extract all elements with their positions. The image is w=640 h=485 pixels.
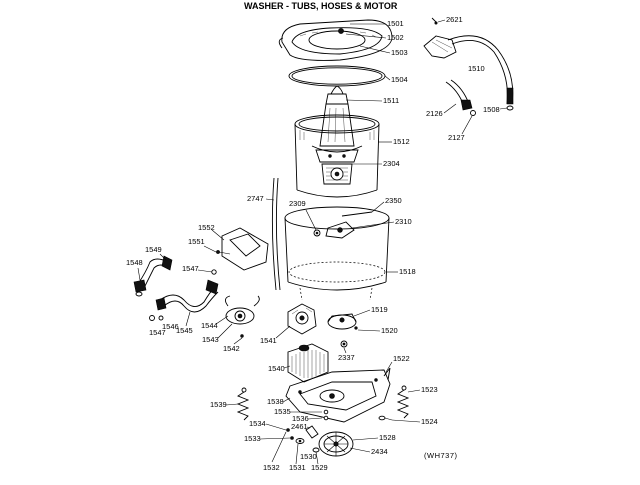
part-label-1503: 1503 [391,48,408,57]
part-label-1540: 1540 [268,364,285,373]
part-label-2126: 2126 [426,109,443,118]
part-label-1545: 1545 [176,326,193,335]
suspension-spring-right [396,385,410,419]
part-label-2350: 2350 [385,196,402,205]
outer-tub [284,206,390,301]
part-label-1547-top: 1547 [182,264,199,273]
part-label-1512: 1512 [393,137,410,146]
pump-assembly [225,295,260,338]
part-label-1529: 1529 [311,463,328,472]
part-label-1524: 1524 [421,417,438,426]
part-label-1502: 1502 [387,33,404,42]
part-label-1531: 1531 [289,463,306,472]
part-label-1552: 1552 [198,223,215,232]
part-label-1544: 1544 [201,321,218,330]
part-label-2337: 2337 [338,353,355,362]
part-label-1530: 1530 [300,452,317,461]
part-label-2434: 2434 [371,447,388,456]
part-label-1504: 1504 [391,75,408,84]
tub-cover [278,19,393,61]
fill-hose-assembly [423,17,514,116]
part-label-1541: 1541 [260,336,277,345]
basket-hub [315,149,359,185]
part-label-1511: 1511 [383,96,399,105]
pump-bracket [216,227,269,271]
part-label-1536: 1536 [292,414,309,423]
part-label-1549: 1549 [145,245,162,254]
agitator [311,85,363,153]
part-label-2461: 2461 [291,422,308,431]
part-label-2310: 2310 [395,217,412,226]
part-label-1546: 1546 [162,322,179,331]
part-label-1548: 1548 [126,258,143,267]
part-label-1542: 1542 [223,344,240,353]
part-label-1543: 1543 [202,335,219,344]
part-label-1535: 1535 [274,407,291,416]
part-label-1538: 1538 [267,397,284,406]
part-label-1510: 1510 [468,64,485,73]
clutch-assembly [327,313,358,348]
part-label-2621: 2621 [446,15,463,24]
spin-basket [294,114,380,198]
part-label-1520: 1520 [381,326,398,335]
part-label-1539: 1539 [210,400,227,409]
small-hardware [286,409,393,453]
part-label-1533: 1533 [244,434,261,443]
part-label-2127: 2127 [448,133,465,142]
part-label-2747: 2747 [247,194,264,203]
suspension-spring-left [236,387,250,421]
tub-inner-parts [313,211,373,239]
part-label-1534: 1534 [249,419,266,428]
part-label-1519: 1519 [371,305,388,314]
part-label-1518: 1518 [399,267,416,276]
part-label-1528: 1528 [379,433,396,442]
part-label-1523: 1523 [421,385,438,394]
part-label-2309: 2309 [289,199,306,208]
part-label-1551: 1551 [188,237,205,246]
part-label-1532: 1532 [263,463,280,472]
model-code: (WH737) [424,451,458,460]
part-number-labels: 1501 1502 1503 1504 1511 1512 2304 2621 … [126,15,508,472]
pump-pulley [287,303,317,335]
motor-base-plate [285,367,391,423]
part-label-1508: 1508 [483,105,500,114]
tub-cover-gasket [288,65,386,87]
pump-hoses [133,255,219,321]
part-label-1522: 1522 [393,354,410,363]
part-label-2304: 2304 [383,159,400,168]
diagram-title: WASHER - TUBS, HOSES & MOTOR [244,1,398,11]
part-label-1501: 1501 [387,19,404,28]
part-label-1547-bottom: 1547 [149,328,166,337]
motor [287,343,329,383]
drive-pulley [318,431,354,457]
drain-hose [271,177,277,291]
